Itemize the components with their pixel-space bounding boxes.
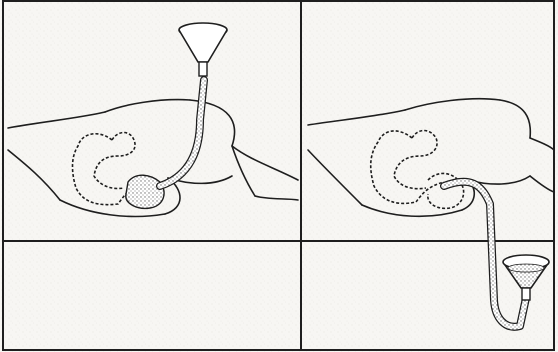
- left-rectum-fill: [126, 175, 164, 208]
